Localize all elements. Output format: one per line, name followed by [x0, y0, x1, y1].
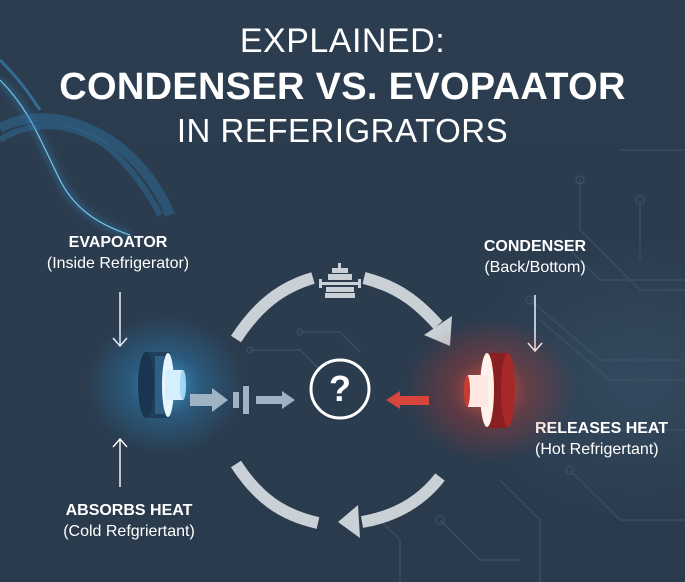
question-circle-icon: [309, 358, 371, 420]
cycle-arrow-bottom-icon: [230, 460, 445, 529]
title-line-3: IN REFERIGRATORS: [176, 112, 509, 149]
condenser-state: (Hot Refrigertant): [535, 441, 659, 458]
evaporator-action: ABSORBS HEAT: [65, 502, 193, 519]
evaporator-name: EVAPOATOR: [68, 234, 168, 251]
expansion-valve-icon: [319, 263, 361, 298]
title-line-2: CONDENSER VS. EVOPAATOR: [59, 66, 626, 108]
evaporator-heat-label: ABSORBS HEAT (Cold Refgriertant): [44, 500, 214, 542]
circuit-traces: [246, 149, 685, 582]
condenser-puck-icon: [405, 318, 575, 462]
title-line-1: EXPLAINED:: [239, 22, 446, 60]
capacitor-icon: [233, 386, 249, 414]
evaporator-label: EVAPOATOR (Inside Refrigerator): [38, 232, 198, 274]
wave-decoration: [0, 58, 175, 236]
condenser-heat-label: RELEASES HEAT (Hot Refrigertant): [535, 418, 685, 460]
condenser-location: (Back/Bottom): [484, 259, 586, 276]
evaporator-state: (Cold Refgriertant): [63, 523, 195, 540]
flow-arrow-right-icon: [256, 391, 295, 409]
evaporator-location: (Inside Refrigerator): [46, 255, 190, 272]
condenser-name: CONDENSER: [483, 238, 587, 255]
condenser-label: CONDENSER (Back/Bottom): [460, 236, 610, 278]
condenser-action: RELEASES HEAT: [535, 420, 669, 437]
cycle-arrow-top-icon: [230, 272, 443, 343]
evaporator-puck-icon: [85, 315, 245, 455]
flow-arrow-left-icon: [190, 388, 228, 412]
cycle-arrowhead-bottom-icon: [338, 505, 360, 538]
evaporator-up-arrow-icon: [112, 437, 128, 487]
question-mark: ?: [329, 368, 351, 409]
